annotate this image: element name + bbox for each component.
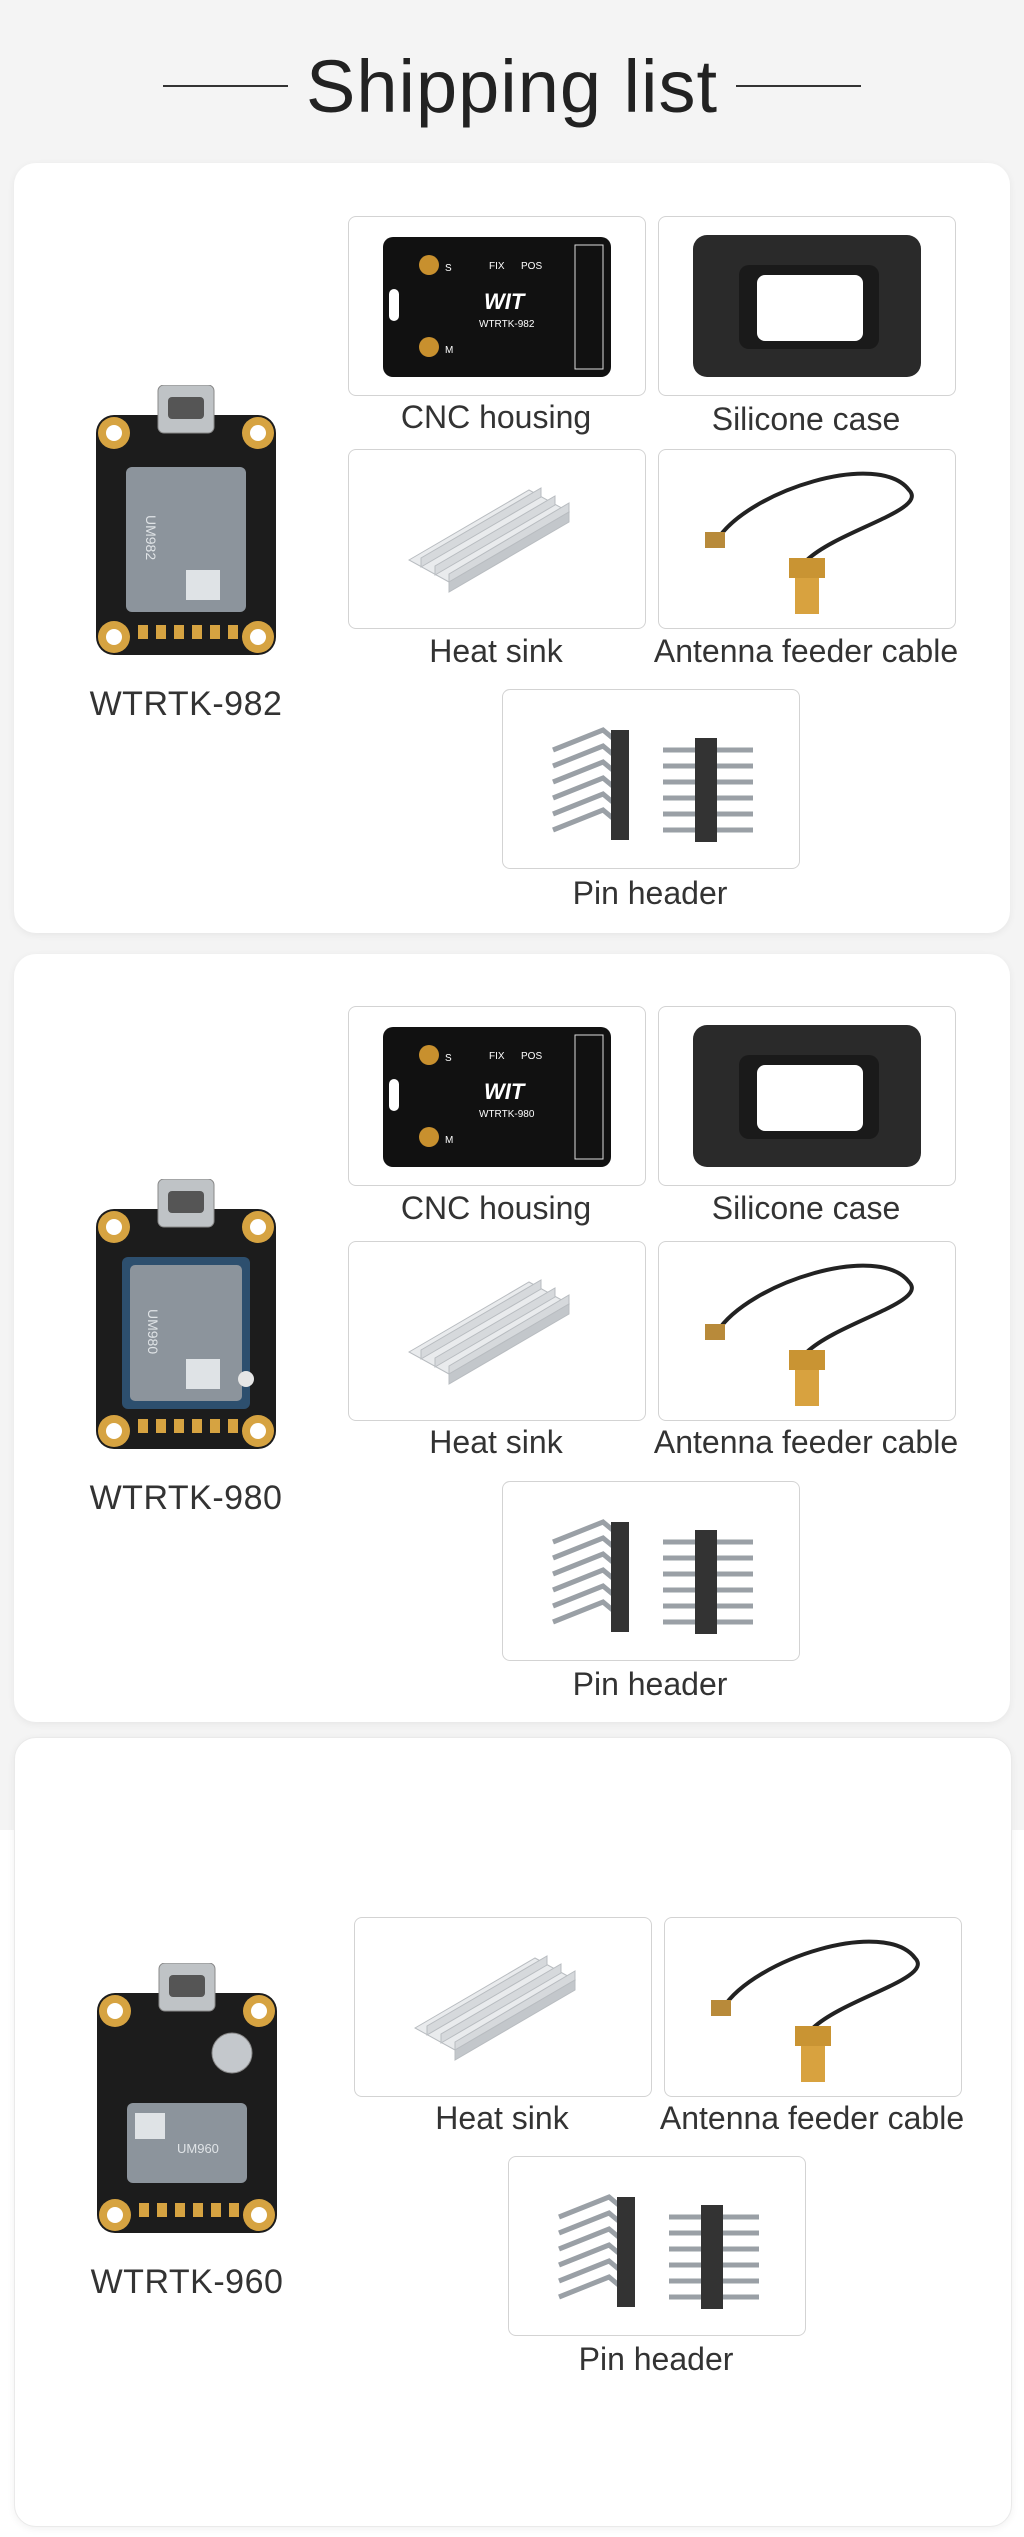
product-board-wtrtk-960: UM960 WTRTK-960 <box>77 1962 297 2301</box>
title-line-right <box>736 85 861 87</box>
caption-cnc-housing: CNC housing <box>400 1190 592 1226</box>
svg-text:UM980: UM980 <box>145 1309 161 1354</box>
svg-text:FIX: FIX <box>489 1051 505 1062</box>
caption-pin-header: Pin header <box>572 1666 728 1702</box>
svg-text:WIT: WIT <box>484 1079 526 1104</box>
tile-antenna-cable <box>658 1241 956 1421</box>
gnss-board-image: UM980 <box>96 1178 276 1449</box>
cnc-housing-image: S M FIX POS WIT WTRTK-982 <box>383 237 611 377</box>
caption-antenna-cable: Antenna feeder cable <box>653 633 959 669</box>
caption-silicone-case: Silicone case <box>711 401 901 437</box>
caption-cnc-housing: CNC housing <box>400 399 592 435</box>
svg-text:WIT: WIT <box>484 289 526 314</box>
svg-text:S: S <box>445 1053 452 1064</box>
svg-text:M: M <box>445 345 453 356</box>
caption-antenna-cable: Antenna feeder cable <box>653 1424 959 1460</box>
tile-antenna-cable <box>664 1917 962 2097</box>
product-card-wtrtk-980: UM980 WTRTK-980 S M FIX POS WIT WTRTK-98… <box>14 954 1010 1722</box>
caption-heat-sink: Heat sink <box>435 2100 569 2136</box>
tile-antenna-cable <box>658 449 956 629</box>
antenna-cable-image <box>705 1263 914 1406</box>
svg-text:S: S <box>445 263 452 274</box>
title-line-left <box>162 85 288 87</box>
product-board-wtrtk-980: UM980 WTRTK-980 <box>76 1178 296 1517</box>
pin-header-image <box>552 727 753 842</box>
tile-pin-header <box>502 689 800 869</box>
heat-sink-image <box>413 1955 577 2061</box>
caption-pin-header: Pin header <box>578 2341 734 2377</box>
caption-silicone-case: Silicone case <box>711 1190 901 1226</box>
tile-silicone-case <box>658 216 956 396</box>
svg-text:POS: POS <box>521 261 542 272</box>
tile-pin-header <box>508 2156 806 2336</box>
heat-sink-image <box>407 487 571 593</box>
caption-heat-sink: Heat sink <box>429 1424 563 1460</box>
caption-pin-header: Pin header <box>572 875 728 911</box>
heat-sink-image <box>407 1279 571 1385</box>
svg-text:M: M <box>445 1135 453 1146</box>
svg-text:UM960: UM960 <box>177 2141 219 2156</box>
svg-text:UM982: UM982 <box>143 515 159 560</box>
product-board-wtrtk-982: UM982 WTRTK-982 <box>76 384 296 723</box>
caption-heat-sink: Heat sink <box>429 633 563 669</box>
svg-text:WTRTK-980: WTRTK-980 <box>479 1109 535 1120</box>
gnss-board-image: UM982 <box>96 384 276 655</box>
tile-cnc-housing: S M FIX POS WIT WTRTK-980 <box>348 1006 646 1186</box>
product-name: WTRTK-980 <box>89 1479 283 1517</box>
tile-pin-header <box>502 1481 800 1661</box>
antenna-cable-image <box>705 471 914 614</box>
product-card-wtrtk-960: UM960 WTRTK-960 Heat sink Antenna feeder… <box>14 1737 1012 2527</box>
svg-text:WTRTK-982: WTRTK-982 <box>479 319 535 330</box>
tile-heat-sink <box>348 1241 646 1421</box>
tile-silicone-case <box>658 1006 956 1186</box>
caption-antenna-cable: Antenna feeder cable <box>659 2100 965 2136</box>
gnss-board-image: UM960 <box>97 1962 277 2233</box>
cnc-housing-image: S M FIX POS WIT WTRTK-980 <box>383 1027 611 1167</box>
tile-cnc-housing: S M FIX POS WIT WTRTK-982 <box>348 216 646 396</box>
page-title: Shipping list <box>305 44 718 128</box>
svg-text:FIX: FIX <box>489 261 505 272</box>
product-name: WTRTK-982 <box>89 685 283 723</box>
silicone-case-image <box>693 1025 921 1167</box>
antenna-cable-image <box>711 1939 920 2082</box>
product-card-wtrtk-982: UM982 WTRTK-982 S M FIX POS WIT WTRTK-98… <box>14 163 1010 933</box>
svg-text:POS: POS <box>521 1051 542 1062</box>
pin-header-image <box>558 2194 759 2309</box>
page-header: Shipping list <box>0 36 1024 136</box>
tile-heat-sink <box>348 449 646 629</box>
pin-header-image <box>552 1519 753 1634</box>
silicone-case-image <box>693 235 921 377</box>
product-name: WTRTK-960 <box>90 2263 284 2301</box>
tile-heat-sink <box>354 1917 652 2097</box>
